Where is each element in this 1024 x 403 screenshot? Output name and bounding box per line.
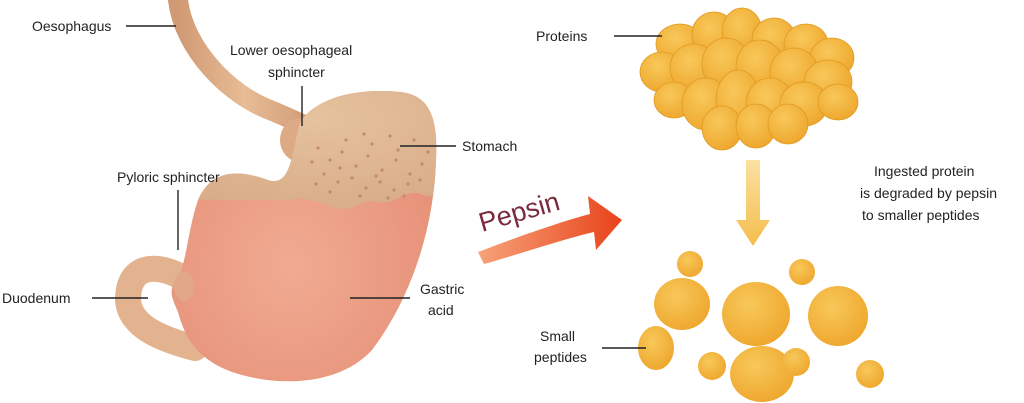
food-particle bbox=[394, 158, 398, 162]
food-particle bbox=[310, 160, 314, 164]
food-particle bbox=[338, 166, 342, 170]
food-particle bbox=[354, 164, 358, 168]
peptide-blob bbox=[722, 282, 790, 346]
food-particle bbox=[370, 142, 374, 146]
label-small-peptides-1: Small bbox=[540, 328, 575, 344]
food-particle bbox=[374, 174, 378, 178]
peptide-fragments bbox=[638, 251, 884, 402]
label-duodenum: Duodenum bbox=[2, 290, 71, 306]
protein-blob bbox=[817, 83, 859, 121]
peptide-blob bbox=[782, 348, 810, 376]
label-lower-sphincter-2: sphincter bbox=[268, 64, 325, 80]
food-particle bbox=[388, 134, 392, 138]
peptide-blob bbox=[730, 346, 794, 402]
food-particle bbox=[406, 182, 410, 186]
arrow-down bbox=[736, 160, 770, 246]
peptide-blob bbox=[808, 286, 868, 346]
food-particle bbox=[396, 148, 400, 152]
peptide-blob bbox=[654, 278, 710, 330]
food-particle bbox=[420, 162, 424, 166]
protein-cluster bbox=[639, 7, 859, 151]
food-particle bbox=[328, 190, 332, 194]
food-particle bbox=[378, 180, 382, 184]
food-particle bbox=[386, 196, 390, 200]
food-particle bbox=[402, 194, 406, 198]
pepsin-arrow-body bbox=[478, 196, 622, 264]
food-particle bbox=[350, 176, 354, 180]
food-particle bbox=[328, 158, 332, 162]
peptide-blob bbox=[698, 352, 726, 380]
food-particle bbox=[392, 188, 396, 192]
food-particle bbox=[380, 168, 384, 172]
food-particle bbox=[408, 172, 412, 176]
food-particle bbox=[426, 150, 430, 154]
food-particle bbox=[366, 154, 370, 158]
label-stomach: Stomach bbox=[462, 138, 517, 154]
protein-blob bbox=[767, 103, 809, 145]
food-particle bbox=[344, 138, 348, 142]
food-particle bbox=[336, 180, 340, 184]
label-proteins: Proteins bbox=[536, 28, 587, 44]
food-particle bbox=[340, 150, 344, 154]
pyloric-sphincter-ring bbox=[174, 271, 194, 301]
food-particle bbox=[418, 178, 422, 182]
food-particle bbox=[358, 194, 362, 198]
label-gastric-acid-1: Gastric bbox=[420, 281, 464, 297]
food-particle bbox=[362, 132, 366, 136]
peptide-blob bbox=[638, 326, 674, 370]
food-particle bbox=[364, 186, 368, 190]
label-pyloric-sphincter: Pyloric sphincter bbox=[117, 169, 220, 185]
food-particles bbox=[310, 132, 430, 200]
caption-line-3: to smaller peptides bbox=[862, 207, 980, 223]
duodenum-tube bbox=[114, 255, 208, 361]
food-particle bbox=[322, 172, 326, 176]
stomach-food-layer bbox=[171, 91, 437, 210]
peptide-blob bbox=[789, 259, 815, 285]
label-oesophagus: Oesophagus bbox=[32, 18, 111, 34]
peptide-blob bbox=[677, 251, 703, 277]
caption-line-2: is degraded by pepsin bbox=[860, 185, 997, 201]
label-lower-sphincter-1: Lower oesophageal bbox=[230, 42, 352, 58]
curved-arrow: Pepsin bbox=[475, 186, 622, 264]
label-small-peptides-2: peptides bbox=[534, 349, 587, 365]
food-particle bbox=[412, 138, 416, 142]
food-particle bbox=[314, 182, 318, 186]
peptide-blob bbox=[856, 360, 884, 388]
food-particle bbox=[316, 146, 320, 150]
label-gastric-acid-2: acid bbox=[428, 302, 454, 318]
caption-line-1: Ingested protein bbox=[874, 163, 974, 179]
